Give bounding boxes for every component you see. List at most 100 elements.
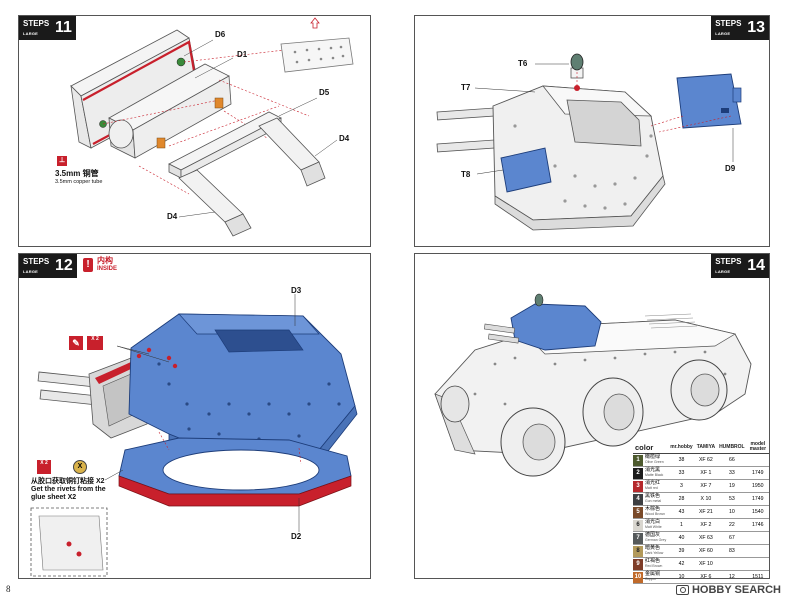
mrhobby-header: mr.hobby <box>668 441 695 454</box>
paint-code <box>746 453 769 467</box>
note-en: 3.5mm copper tube <box>55 179 103 185</box>
modelmaster-header: model master <box>746 441 769 454</box>
paint-code: XF 60 <box>694 544 718 558</box>
paint-code: 38 <box>668 453 695 467</box>
green-pin-icon <box>176 57 186 67</box>
paint-code: XF 1 <box>694 466 718 480</box>
paint-code: X 10 <box>694 492 718 506</box>
color-swatch: 3 <box>633 479 643 493</box>
part-label-t8: T8 <box>461 170 471 179</box>
part-label-d6: D6 <box>215 30 226 39</box>
rivet-x2-icon-b: X 2 <box>37 460 51 474</box>
step-12-note: 从胶口获取铜钉粘接 X2 Get the rivets from the glu… <box>31 478 106 502</box>
watermark: HOBBY SEARCH <box>675 584 781 596</box>
paint-code: 33 <box>668 466 695 480</box>
paint-code: 42 <box>668 557 695 571</box>
paint-code: 1749 <box>746 492 769 506</box>
d9-part <box>676 73 742 129</box>
paint-code: 22 <box>717 518 747 532</box>
paint-code: XF 10 <box>694 557 718 571</box>
paint-code: XF 62 <box>694 453 718 467</box>
part-label-d5: D5 <box>319 88 330 97</box>
part-label-d2: D2 <box>291 532 302 541</box>
color-swatch: 2 <box>633 466 643 480</box>
paint-code: 39 <box>668 544 695 558</box>
step-13-number: 13 <box>747 16 769 40</box>
rivet-x2-icon: X 2 <box>87 336 103 350</box>
paint-code: XF 7 <box>694 479 718 493</box>
step-12-number: 12 <box>55 254 77 278</box>
paint-code: 83 <box>717 544 747 558</box>
part-label-t7: T7 <box>461 83 471 92</box>
note-en-2: glue sheet X2 <box>31 494 77 501</box>
part-label-d4-left: D4 <box>167 212 178 221</box>
paint-code: 67 <box>717 531 747 545</box>
t8-part <box>500 147 552 193</box>
paint-code <box>746 544 769 558</box>
paint-code: 10 <box>717 505 747 519</box>
part-label-d9: D9 <box>725 164 736 173</box>
paint-code: XF 63 <box>694 531 718 545</box>
paint-code: 40 <box>668 531 695 545</box>
step-11-illustration <box>70 17 354 237</box>
paint-code: 12 <box>717 570 747 584</box>
color-swatch: 10 <box>633 570 643 584</box>
inside-label: 内构 INSIDE <box>97 256 118 273</box>
step-11-note: 3.5mm 铜管 3.5mm copper tube <box>55 170 102 186</box>
sprue-x-icon: X <box>73 460 87 474</box>
paint-code: 1511 <box>746 570 769 584</box>
paint-code <box>746 557 769 571</box>
wheels <box>440 359 728 477</box>
paint-code: 1746 <box>746 518 769 532</box>
color-swatch: 7 <box>633 531 643 545</box>
paint-code: 66 <box>717 453 747 467</box>
paint-code: 1540 <box>746 505 769 519</box>
color-swatch: 6 <box>633 518 643 532</box>
inside-alert-icon: ! <box>83 258 93 272</box>
step-14-number: 14 <box>747 254 769 278</box>
page-number: 8 <box>6 584 11 594</box>
paint-code: 1 <box>668 518 695 532</box>
paint-code: XF 6 <box>694 570 718 584</box>
paint-code <box>746 531 769 545</box>
color-swatch: 4 <box>633 492 643 506</box>
paint-code: 1950 <box>746 479 769 493</box>
part-label-t6: T6 <box>518 59 528 68</box>
paint-code: 3 <box>668 479 695 493</box>
paint-code: 43 <box>668 505 695 519</box>
paint-code: 19 <box>717 479 747 493</box>
camera-icon <box>675 585 689 595</box>
humbrol-header: HUMBROL <box>717 441 747 454</box>
paint-code: XF 2 <box>694 518 718 532</box>
paint-code: 28 <box>668 492 695 506</box>
paint-code: 1749 <box>746 466 769 480</box>
step-13-illustration <box>436 53 742 231</box>
glue-icon: ✎ <box>69 336 83 350</box>
